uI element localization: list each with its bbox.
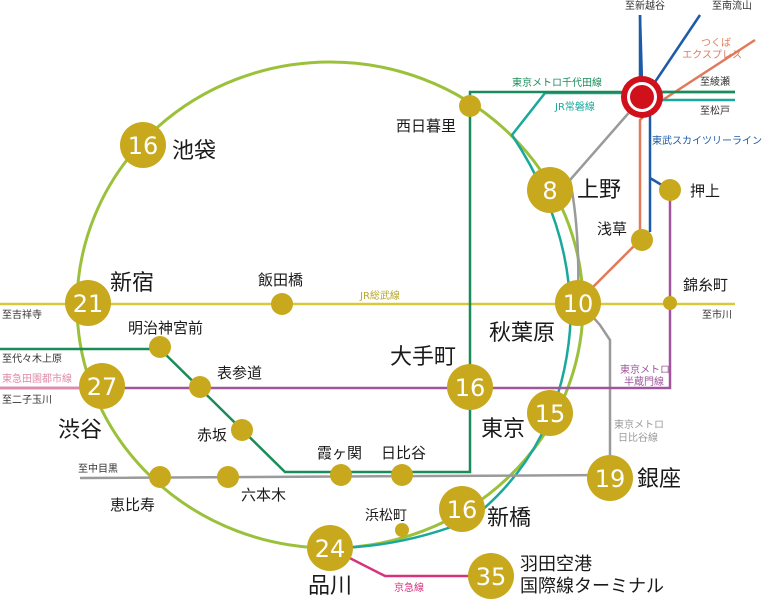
station-asakusa[interactable]: 浅草	[597, 220, 653, 251]
name-ueno: 上野	[577, 178, 621, 203]
station-hibiya[interactable]: 日比谷	[381, 444, 426, 486]
dir-kichijoji: 至吉祥寺	[2, 308, 42, 321]
station-tokyo[interactable]: 15 東京	[481, 390, 573, 442]
name-oshiage: 押上	[690, 182, 720, 200]
name-roppongi: 六本木	[241, 486, 286, 504]
label-hanzomon-1: 東京メトロ	[620, 363, 670, 376]
name-meijijingumae: 明治神宮前	[128, 319, 203, 337]
name-haneda-line2: 国際線ターミナル	[520, 576, 664, 597]
label-chiyoda: 東京メトロ千代田線	[512, 76, 602, 89]
station-ginza[interactable]: 19 銀座	[587, 455, 681, 501]
station-shinagawa[interactable]: 24 品川	[307, 525, 353, 599]
dir-minaminagareyama: 至南流山	[712, 0, 752, 12]
minutes-shimbashi: 16	[447, 496, 478, 524]
dir-nakameguro: 至中目黒	[78, 462, 118, 475]
station-otemachi[interactable]: 16 大手町	[390, 345, 493, 410]
name-iidabashi: 飯田橋	[258, 271, 303, 289]
keikyu-line	[329, 546, 490, 578]
station-ebisu[interactable]: 恵比寿	[110, 466, 171, 514]
name-ikebukuro: 池袋	[172, 139, 216, 164]
label-hibiya-1: 東京メトロ	[614, 418, 664, 431]
tsukuba-express-line	[579, 38, 756, 301]
station-akihabara[interactable]: 10 秋葉原	[489, 280, 601, 346]
minutes-otemachi: 16	[455, 374, 486, 402]
station-akasaka[interactable]: 赤坂	[197, 419, 253, 444]
label-keikyu: 京急線	[394, 581, 424, 594]
station-iidabashi[interactable]: 飯田橋	[258, 271, 303, 315]
label-skytree: 東武スカイツリーライン	[652, 134, 762, 147]
station-oshiage[interactable]: 押上	[659, 179, 720, 201]
dir-shinkoshigaya: 至新越谷	[625, 0, 665, 12]
name-nishinippori: 西日暮里	[396, 117, 456, 135]
station-hamamatsucho[interactable]: 浜松町	[365, 508, 409, 537]
label-hibiya-2: 日比谷線	[618, 431, 658, 444]
label-toyoko: 東急田園都市線	[2, 372, 72, 385]
station-haneda[interactable]: 35 羽田空港 国際線ターミナル	[468, 553, 664, 599]
name-kinshicho: 錦糸町	[683, 276, 728, 294]
dir-yoyogiuehara: 至代々木上原	[2, 353, 62, 365]
label-jr-sobu: JR総武線	[359, 289, 400, 302]
dir-ichikawa: 至市川	[702, 308, 732, 321]
name-shimbashi: 新橋	[487, 506, 531, 531]
station-ikebukuro[interactable]: 16 池袋	[120, 122, 216, 168]
station-roppongi[interactable]: 六本木	[217, 466, 286, 504]
dir-ayase: 至綾瀬	[700, 75, 730, 88]
station-shimbashi[interactable]: 16 新橋	[439, 486, 531, 532]
name-shinagawa: 品川	[308, 574, 352, 599]
minutes-tokyo: 15	[535, 400, 566, 428]
name-asakusa: 浅草	[597, 220, 627, 238]
dir-futakotamagawa: 至二子玉川	[2, 394, 52, 406]
minutes-shibuya: 27	[87, 373, 118, 401]
name-kasumigaseki: 霞ヶ関	[317, 444, 362, 462]
minutes-ginza: 19	[595, 465, 626, 493]
station-kinshicho[interactable]: 錦糸町	[663, 276, 728, 310]
name-ginza: 銀座	[637, 467, 681, 492]
label-hanzomon-2: 半蔵門線	[624, 375, 664, 388]
dir-matsudo: 至松戸	[700, 104, 730, 117]
name-hamamatsucho: 浜松町	[365, 508, 407, 524]
minutes-shinjuku: 21	[73, 290, 104, 318]
station-omotesando[interactable]: 表参道	[189, 364, 262, 398]
name-shinjuku: 新宿	[110, 271, 154, 296]
minutes-haneda: 35	[476, 563, 507, 591]
name-tokyo: 東京	[481, 417, 525, 442]
station-ueno[interactable]: 8 上野	[527, 167, 621, 213]
name-ebisu: 恵比寿	[110, 496, 155, 514]
station-shinjuku[interactable]: 21 新宿	[65, 271, 154, 326]
name-omotesando: 表参道	[217, 364, 262, 382]
home-station-marker	[621, 76, 663, 118]
name-haneda-line1: 羽田空港	[520, 554, 592, 575]
minutes-ueno: 8	[542, 177, 557, 205]
station-nishinippori[interactable]: 西日暮里	[396, 95, 481, 135]
name-akasaka: 赤坂	[197, 426, 227, 444]
minaminagareyama-line	[653, 14, 702, 83]
skytree-line-north	[638, 14, 644, 83]
name-shibuya: 渋谷	[58, 418, 102, 443]
station-meijijingumae[interactable]: 明治神宮前	[128, 319, 203, 358]
station-shibuya[interactable]: 27 渋谷	[58, 363, 125, 443]
minutes-shinagawa: 24	[315, 535, 346, 563]
label-joban: JR常磐線	[554, 100, 595, 113]
minutes-ikebukuro: 16	[128, 132, 159, 160]
hanzomon-line	[0, 195, 672, 390]
name-otemachi: 大手町	[390, 345, 456, 370]
name-hibiya: 日比谷	[381, 444, 426, 462]
label-tsukuba-1: つくば	[701, 37, 731, 49]
station-kasumigaseki[interactable]: 霞ヶ関	[317, 444, 362, 486]
name-akihabara: 秋葉原	[489, 321, 555, 346]
minutes-akihabara: 10	[563, 290, 594, 318]
label-tsukuba-2: エクスプレス	[682, 49, 742, 61]
chiyoda-line	[0, 90, 735, 474]
